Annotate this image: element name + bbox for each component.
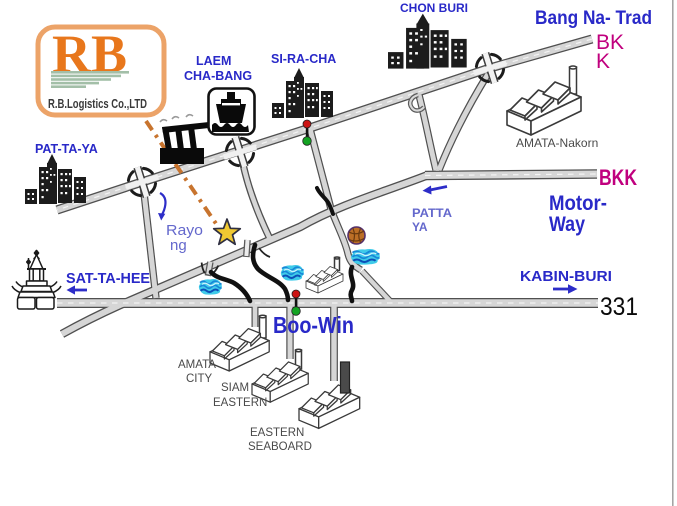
svg-text:K: K (596, 50, 610, 73)
svg-text:SEABOARD: SEABOARD (248, 441, 312, 453)
svg-text:331: 331 (600, 293, 638, 321)
svg-text:PATTA: PATTA (412, 206, 452, 220)
svg-text:Bang Na- Trad: Bang Na- Trad (535, 7, 652, 29)
svg-text:BKK: BKK (599, 165, 637, 190)
svg-text:YA: YA (412, 220, 428, 234)
svg-text:CITY: CITY (186, 373, 213, 385)
svg-text:Motor-: Motor- (549, 191, 607, 215)
svg-text:R.B.Logistics Co.,LTD: R.B.Logistics Co.,LTD (48, 96, 147, 111)
svg-text:Way: Way (549, 212, 585, 236)
svg-text:LAEM: LAEM (196, 54, 231, 68)
svg-text:ng: ng (170, 237, 187, 254)
svg-text:Boo-Win: Boo-Win (273, 312, 354, 338)
svg-text:PAT-TA-YA: PAT-TA-YA (35, 142, 98, 156)
svg-text:KABIN-BURI: KABIN-BURI (520, 268, 612, 285)
svg-text:BK: BK (596, 31, 624, 54)
svg-text:SI-RA-CHA: SI-RA-CHA (271, 52, 336, 66)
svg-text:EASTERN: EASTERN (250, 427, 304, 439)
svg-text:RB: RB (52, 24, 127, 84)
svg-text:EASTERN: EASTERN (213, 397, 267, 409)
svg-text:AMATA-Nakorn: AMATA-Nakorn (516, 136, 598, 150)
svg-text:CHON BURI: CHON BURI (400, 1, 468, 15)
svg-text:CHA-BANG: CHA-BANG (184, 69, 252, 83)
svg-text:SIAM: SIAM (221, 382, 249, 394)
svg-text:SAT-TA-HEE: SAT-TA-HEE (66, 271, 150, 287)
svg-text:AMATA: AMATA (178, 359, 216, 371)
svg-text:Rayo: Rayo (166, 222, 203, 239)
